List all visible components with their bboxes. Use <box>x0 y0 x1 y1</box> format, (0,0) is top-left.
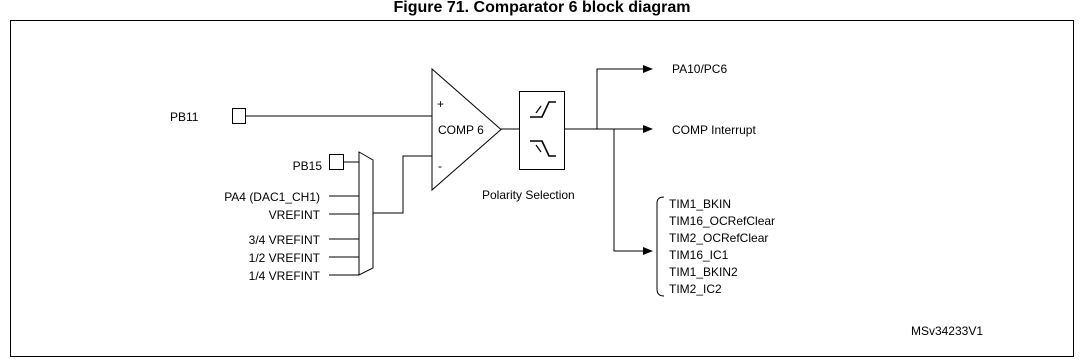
timer-output-label: TIM2_OCRefClear <box>669 231 768 245</box>
figure-frame <box>10 20 1074 357</box>
mux-input-label: VREFINT <box>269 208 321 222</box>
comparator-plus-sign: + <box>437 97 444 111</box>
timer-output-wire <box>613 129 653 255</box>
timer-output-label: TIM1_BKIN2 <box>669 265 738 279</box>
mux-input-label: PA4 (DAC1_CH1) <box>224 190 320 204</box>
comparator-minus-sign: - <box>438 159 442 173</box>
pb11-pin-box <box>232 108 246 124</box>
mux-input-label: 3/4 VREFINT <box>249 233 321 247</box>
comparator-symbol <box>431 67 502 192</box>
mux-input-label: 1/4 VREFINT <box>249 269 321 283</box>
mux-input-label: 1/2 VREFINT <box>249 251 321 265</box>
polarity-selection-block <box>519 91 565 170</box>
timer-list: TIM1_BKIN TIM16_OCRefClear TIM2_OCRefCle… <box>669 197 775 296</box>
timer-bracket <box>656 196 665 297</box>
timer-output-label: TIM16_OCRefClear <box>669 214 775 228</box>
timer-output-label: TIM16_IC1 <box>669 248 729 262</box>
non-inverted-symbol-icon <box>530 101 556 118</box>
minus-input-wire <box>373 155 432 214</box>
figure-title: Figure 71. Comparator 6 block diagram <box>394 0 691 16</box>
pin-output-wire <box>596 65 653 129</box>
pb15-label: PB15 <box>293 159 323 173</box>
comp-interrupt-label: COMP Interrupt <box>672 123 756 137</box>
input-multiplexer <box>358 151 374 276</box>
polarity-selection-label: Polarity Selection <box>482 188 575 202</box>
timer-output-label: TIM1_BKIN <box>669 197 731 211</box>
pa10-pc6-label: PA10/PC6 <box>672 62 727 76</box>
inverted-symbol-icon <box>530 140 556 157</box>
pb11-label: PB11 <box>170 110 199 124</box>
reference-code: MSv34233V1 <box>911 324 983 338</box>
timer-output-label: TIM2_IC2 <box>669 282 722 296</box>
pb15-pin-box <box>329 154 344 170</box>
comparator-label: COMP 6 <box>438 123 484 137</box>
